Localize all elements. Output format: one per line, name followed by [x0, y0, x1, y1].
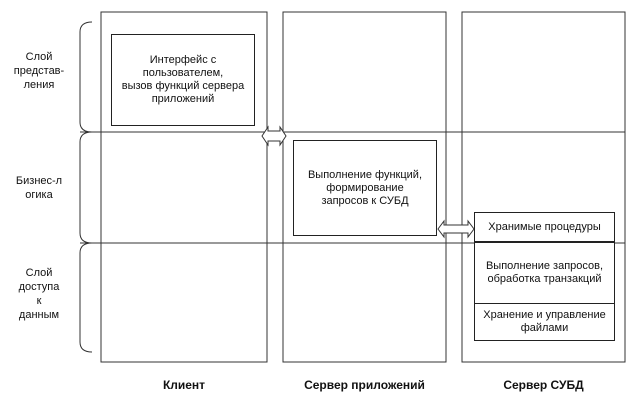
column-label-app-server: Сервер приложений [304, 378, 425, 392]
client-app-arrow [261, 125, 287, 147]
column-label-dbms: Сервер СУБД [503, 378, 584, 392]
query-execution-box: Выполнение запросов, обработка транзакци… [474, 242, 615, 304]
row-label-data-access: Слой доступа к данным [18, 267, 60, 321]
client-column-frame [100, 11, 268, 363]
file-storage-text: Хранение и управление файлами [483, 309, 606, 334]
stored-procedures-text: Хранимые процедуры [488, 220, 601, 233]
dbms-column-frame [461, 11, 626, 363]
app-dbms-arrow [437, 219, 475, 239]
row-bracket-3 [79, 242, 93, 353]
row-label-business-logic: Бизнес-л огика [15, 175, 63, 201]
stored-procedures-box: Хранимые процедуры [474, 212, 615, 242]
app-server-functions-box: Выполнение функций, формирование запросо… [293, 140, 437, 236]
query-execution-text: Выполнение запросов, обработка транзакци… [485, 260, 604, 285]
column-label-client: Клиент [162, 378, 206, 392]
client-ui-box: Интерфейс с пользователем, вызов функций… [111, 34, 255, 126]
app-server-column-frame [282, 11, 447, 363]
row-label-presentation: Слой представ- ления [13, 51, 65, 91]
client-ui-text: Интерфейс с пользователем, вызов функций… [121, 54, 245, 105]
app-server-functions-text: Выполнение функций, формирование запросо… [307, 168, 423, 207]
file-storage-box: Хранение и управление файлами [474, 303, 615, 341]
row-bracket-1 [79, 21, 93, 133]
row-bracket-2 [79, 131, 93, 244]
